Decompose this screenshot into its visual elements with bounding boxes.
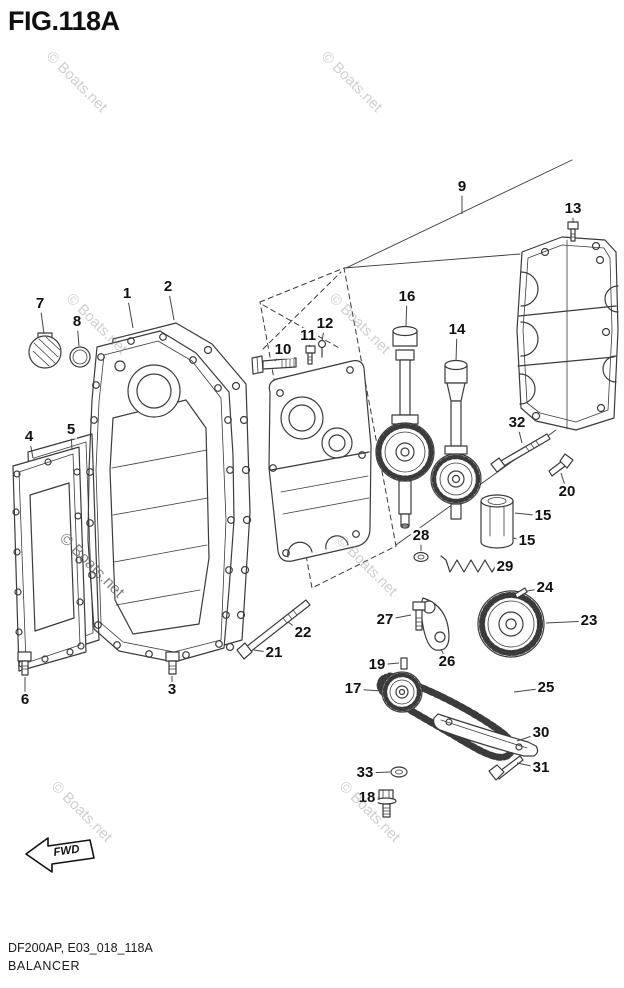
callout-19: 19 xyxy=(366,655,388,674)
figure-title: FIG.118A xyxy=(8,6,120,36)
callout-14: 14 xyxy=(446,320,468,339)
tensioner-arm-26 xyxy=(420,597,450,651)
pin-19 xyxy=(400,657,408,670)
bolt-11 xyxy=(305,345,316,365)
callout-22: 22 xyxy=(292,623,314,642)
crankcase xyxy=(516,236,619,431)
fwd-label: FWD xyxy=(53,843,81,859)
balancer-shaft-14 xyxy=(430,359,482,520)
figure-code: DF200AP, E03_018_118A xyxy=(8,941,153,955)
callout-8: 8 xyxy=(70,312,84,331)
callout-4: 4 xyxy=(22,427,36,446)
callout-13: 13 xyxy=(562,199,584,218)
callout-31: 31 xyxy=(530,758,552,777)
callout-15: 15 xyxy=(532,506,554,525)
oil-cap xyxy=(28,332,62,369)
fwd-arrow: FWD xyxy=(25,837,95,873)
tension-spring-29 xyxy=(440,555,504,573)
figure-name: BALANCER xyxy=(8,959,81,973)
callout-28: 28 xyxy=(410,526,432,545)
sprocket-17 xyxy=(381,671,423,713)
bolt-31 xyxy=(488,755,524,781)
callout-3: 3 xyxy=(165,680,179,699)
callout-16: 16 xyxy=(396,287,418,306)
bearing-sleeve-15 xyxy=(480,494,514,549)
watermark-text: © Boats.net xyxy=(42,48,111,116)
callout-2: 2 xyxy=(161,277,175,296)
callout-25: 25 xyxy=(535,678,557,697)
washer-28 xyxy=(413,551,429,563)
callout-21: 21 xyxy=(263,643,285,662)
side-cover-plate xyxy=(12,446,87,672)
watermark-text: © Boats.net xyxy=(332,532,401,600)
bolt-6 xyxy=(17,651,32,676)
callout-6: 6 xyxy=(18,690,32,709)
bolt-21-22 xyxy=(236,599,311,660)
oil-pan-cover xyxy=(86,330,235,663)
callout-24: 24 xyxy=(534,578,556,597)
pin-24 xyxy=(514,587,528,599)
callout-20: 20 xyxy=(556,482,578,501)
screw-12 xyxy=(317,339,327,358)
bolt-10 xyxy=(251,355,297,375)
callout-7: 7 xyxy=(33,294,47,313)
watermark-text: © Boats.net xyxy=(62,290,131,358)
callout-9: 9 xyxy=(455,177,469,196)
chain-guide-30 xyxy=(433,713,539,757)
bolt-20 xyxy=(548,453,574,477)
callout-18: 18 xyxy=(356,788,378,807)
callout-32: 32 xyxy=(506,413,528,432)
balancer-shaft-16 xyxy=(375,325,435,529)
callout-17: 17 xyxy=(342,679,364,698)
cover-bolt-holes xyxy=(86,333,235,659)
callout-23: 23 xyxy=(578,611,600,630)
callout-26: 26 xyxy=(436,652,458,671)
callout-27: 27 xyxy=(374,610,396,629)
bolt-13 xyxy=(567,221,579,242)
balancer-housing xyxy=(268,360,372,562)
callout-1: 1 xyxy=(120,284,134,303)
watermark-text: © Boats.net xyxy=(55,530,128,602)
callout-29: 29 xyxy=(494,557,516,576)
watermark-text: © Boats.net xyxy=(317,48,386,116)
callout-15: 15 xyxy=(516,531,538,550)
washer-33 xyxy=(390,766,408,778)
callout-12: 12 xyxy=(314,314,336,333)
callout-10: 10 xyxy=(272,340,294,359)
watermark-text: © Boats.net xyxy=(335,778,404,846)
callout-11: 11 xyxy=(298,326,318,345)
housing-dashed-box xyxy=(259,267,397,589)
callout-30: 30 xyxy=(530,723,552,742)
o-ring xyxy=(69,346,91,368)
callout-33: 33 xyxy=(354,763,376,782)
watermark-text: © Boats.net xyxy=(47,778,116,846)
watermark-text: © Boats.net xyxy=(325,290,394,358)
bolt-32 xyxy=(490,433,551,473)
timing-gear-23 xyxy=(477,590,545,658)
bolt-3 xyxy=(165,651,180,675)
callout-5: 5 xyxy=(64,420,78,439)
bolt-18 xyxy=(375,789,397,818)
bolt-27 xyxy=(412,601,426,631)
